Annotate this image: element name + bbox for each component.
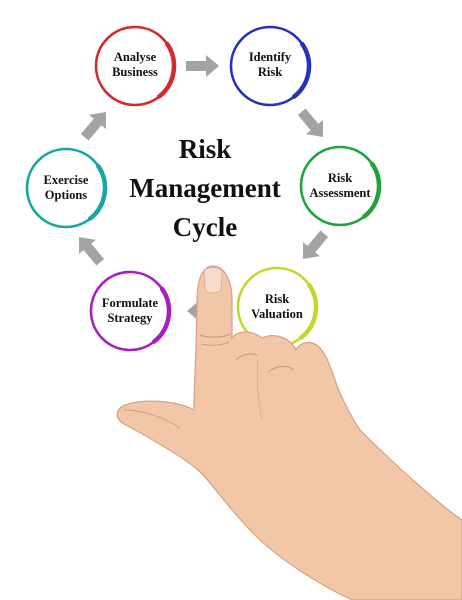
pointing-hand	[116, 265, 462, 600]
exercise-options-ring-accent	[87, 163, 108, 221]
node-label-line: Assessment	[309, 186, 371, 200]
flow-arrow-1	[186, 55, 219, 77]
risk-valuation-ring-accent	[298, 282, 319, 340]
node-label-line: Formulate	[101, 296, 159, 310]
formulate-strategy-ring-accent	[151, 286, 172, 344]
node-exercise-options: Exercise Options	[26, 173, 106, 203]
flow-arrow-6	[80, 111, 106, 141]
identify-risk-ring-accent	[291, 41, 312, 99]
risk-assessment-ring-accent	[361, 161, 382, 219]
node-label-line: Valuation	[251, 307, 303, 321]
node-label-line: Risk	[257, 65, 283, 79]
node-label-line: Options	[44, 188, 88, 202]
node-label-line: Business	[112, 65, 158, 79]
node-label-line: Risk	[264, 292, 290, 306]
node-risk-assessment: Risk Assessment	[300, 171, 380, 201]
node-label-line: Risk	[327, 171, 353, 185]
node-label-line: Exercise	[43, 173, 89, 187]
diagram-title-line-3: Cycle	[172, 212, 238, 242]
diagram-title-line-2: Management	[129, 173, 281, 203]
flow-arrow-5	[79, 236, 105, 266]
flow-arrow-3	[303, 230, 329, 260]
node-label-line: Analyse	[113, 50, 157, 64]
node-label-line: Strategy	[107, 311, 153, 325]
node-identify-risk: Identify Risk	[230, 50, 310, 80]
node-formulate-strategy: Formulate Strategy	[90, 296, 170, 326]
node-risk-valuation: Risk Valuation	[237, 292, 317, 322]
node-analyse-business: Analyse Business	[95, 50, 175, 80]
node-label-line: Identify	[248, 50, 292, 64]
analyse-business-ring-accent	[156, 41, 177, 99]
diagram-title-line-1: Risk	[178, 134, 232, 164]
flow-arrow-2	[297, 108, 323, 138]
